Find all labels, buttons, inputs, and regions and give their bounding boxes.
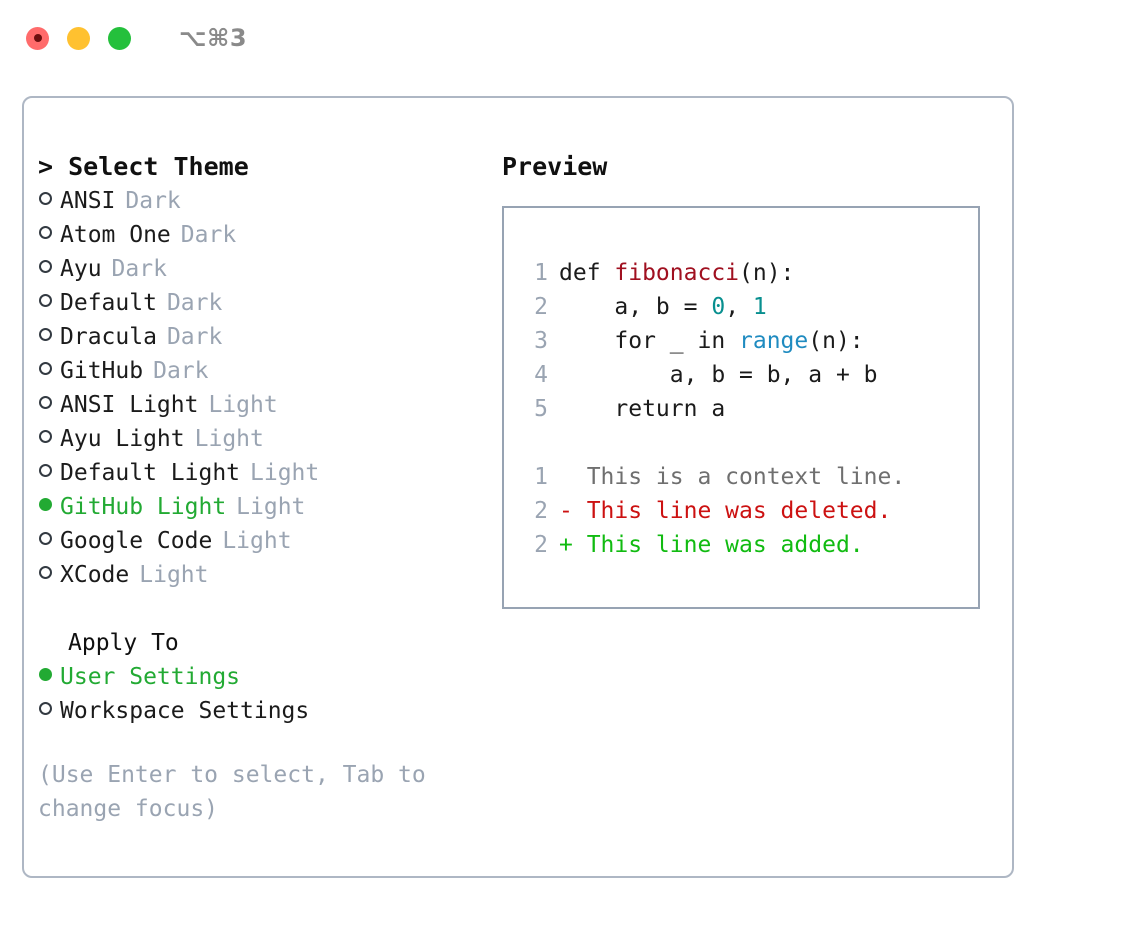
code-line: 1 def fibonacci(n): <box>522 256 978 290</box>
code-line-text: return a <box>559 392 725 426</box>
diff-sample: 1 This is a context line. 2 - This line wa… <box>522 460 978 562</box>
code-token-plain: a, b = b, a + b <box>669 362 878 388</box>
theme-option-variant-tag: Dark <box>125 188 181 214</box>
code-line-number: 1 <box>534 260 548 286</box>
theme-option-label: XCode <box>60 562 130 588</box>
theme-option-variant-tag: Dark <box>153 358 209 384</box>
theme-option-dracula[interactable]: Dracula Dark <box>38 320 486 354</box>
theme-option-label: Default Light <box>60 460 241 486</box>
code-line-text: for _ in range(n): <box>559 324 864 358</box>
select-theme-title: Select Theme <box>68 152 249 181</box>
theme-option-variant-tag: Dark <box>166 290 223 316</box>
diff-line-del: 2 - This line was deleted. <box>522 494 978 528</box>
code-line-text: def fibonacci(n): <box>559 256 794 290</box>
code-line-text: a, b = b, a + b <box>559 358 878 392</box>
theme-option-ansi[interactable]: ANSI Dark <box>38 184 486 218</box>
theme-option-variant-tag: Dark <box>180 222 237 248</box>
code-line: 4 a, b = b, a + b <box>522 358 978 392</box>
theme-option-label: Dracula <box>60 324 157 350</box>
focus-caret-icon: > <box>38 152 54 181</box>
theme-option-label: Ayu Light <box>60 426 185 452</box>
theme-option-github[interactable]: GitHub Dark <box>38 354 486 388</box>
code-token-plain: for _ in <box>614 328 740 354</box>
code-token-plain: return a <box>614 396 726 422</box>
theme-option-label: ANSI <box>60 188 116 214</box>
code-token-plain: , <box>725 294 753 320</box>
titlebar: ⌥⌘3 <box>0 0 1140 76</box>
apply-to-option-label: User Settings <box>60 664 241 690</box>
window-controls[interactable] <box>26 26 131 50</box>
diff-line-number: 1 <box>534 464 548 490</box>
theme-option-label: Atom One <box>60 222 171 248</box>
theme-option-ayu[interactable]: Ayu Dark <box>38 252 486 286</box>
theme-option-variant-tag: Light <box>139 562 209 588</box>
theme-option-label: GitHub Light <box>60 494 227 520</box>
code-line-number: 2 <box>534 294 548 320</box>
diff-line-number: 2 <box>534 498 548 524</box>
code-line-number: 4 <box>534 362 548 388</box>
apply-to-option-user-settings[interactable]: User Settings <box>38 660 486 694</box>
theme-option-variant-tag: Light <box>194 426 264 452</box>
theme-option-ayu-light[interactable]: Ayu Light Light <box>38 422 486 456</box>
apply-to-option-workspace-settings[interactable]: Workspace Settings <box>38 694 486 728</box>
theme-option-variant-tag: Light <box>250 460 320 486</box>
theme-option-default-light[interactable]: Default Light Light <box>38 456 486 490</box>
code-line-number: 5 <box>534 396 548 422</box>
theme-option-label: GitHub <box>60 358 144 384</box>
theme-option-variant-tag: Light <box>236 494 306 520</box>
theme-option-variant-tag: Dark <box>166 324 223 350</box>
diff-line-text: - This line was deleted. <box>559 498 892 524</box>
code-line-text: a, b = 0, 1 <box>559 290 767 324</box>
theme-option-default[interactable]: Default Dark <box>38 286 486 320</box>
code-line: 5 return a <box>522 392 978 426</box>
diff-line-ctx: 1 This is a context line. <box>522 460 978 494</box>
select-theme-heading: > Select Theme <box>38 150 486 184</box>
diff-line-text: + This line was added. <box>559 532 864 558</box>
theme-option-variant-tag: Light <box>222 528 292 554</box>
apply-to-option-label: Workspace Settings <box>60 698 310 724</box>
theme-option-variant-tag: Dark <box>111 256 167 282</box>
theme-option-label: ANSI Light <box>60 392 199 418</box>
theme-option-xcode[interactable]: XCode Light <box>38 558 486 592</box>
theme-option-label: Google Code <box>60 528 213 554</box>
apply-to-heading: Apply To <box>68 630 179 656</box>
code-token-plain: a, b = <box>614 294 712 320</box>
diff-line-add: 2 + This line was added. <box>522 528 978 562</box>
preview-heading: Preview <box>502 152 608 181</box>
theme-option-atom-one[interactable]: Atom One Dark <box>38 218 486 252</box>
theme-option-label: Ayu <box>60 256 102 282</box>
diff-line-number: 2 <box>534 532 548 558</box>
theme-option-google-code[interactable]: Google Code Light <box>38 524 486 558</box>
code-token-num: 0 <box>711 294 726 320</box>
close-window-button[interactable] <box>26 26 49 50</box>
minimize-window-button[interactable] <box>67 26 90 50</box>
code-line: 3 for _ in range(n): <box>522 324 978 358</box>
code-token-call: range <box>739 328 809 354</box>
code-token-plain: (n): <box>808 328 864 354</box>
code-line-number: 3 <box>534 328 548 354</box>
code-line: 2 a, b = 0, 1 <box>522 290 978 324</box>
keyboard-shortcut-label: ⌥⌘3 <box>179 24 248 52</box>
theme-option-ansi-light[interactable]: ANSI Light Light <box>38 388 486 422</box>
keyboard-hint-text: (Use Enter to select, Tab to change focu… <box>38 762 440 822</box>
code-token-fn: fibonacci <box>614 260 740 286</box>
code-token-plain: (n): <box>739 260 795 286</box>
theme-option-variant-tag: Light <box>208 392 278 418</box>
code-token-plain: def <box>559 260 615 286</box>
diff-line-text: This is a context line. <box>559 464 906 490</box>
theme-option-github-light[interactable]: GitHub Light Light <box>38 490 486 524</box>
zoom-window-button[interactable] <box>108 26 131 50</box>
theme-option-label: Default <box>60 290 157 316</box>
code-token-num: 1 <box>752 294 767 320</box>
